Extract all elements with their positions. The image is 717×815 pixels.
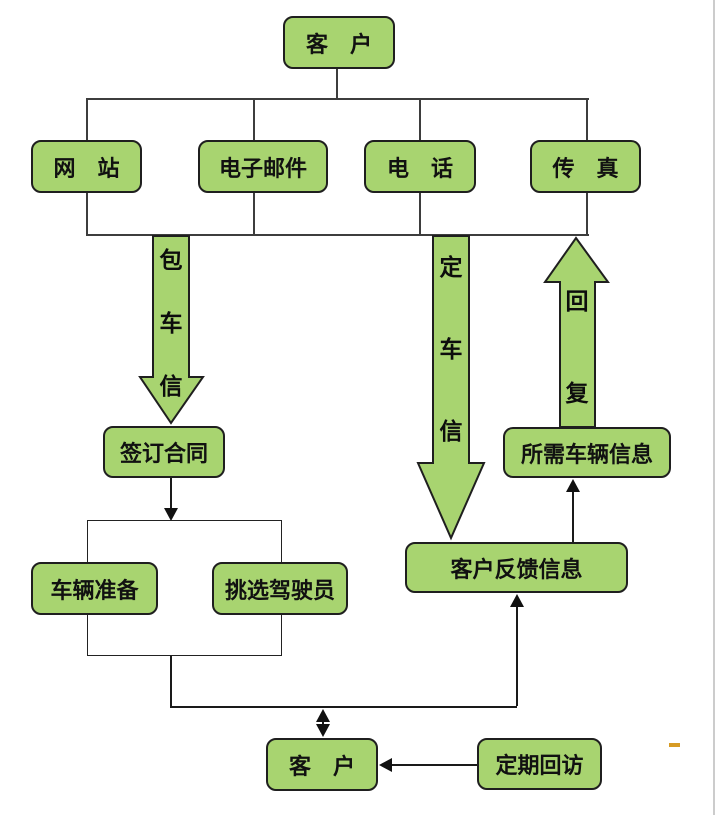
connector-fax-down — [586, 193, 588, 235]
booking-arrow-label-char: 车 — [439, 337, 463, 363]
page-border-line — [713, 0, 715, 815]
arrowhead-up-feedback — [510, 594, 524, 607]
booking-arrow-label: 定 车 信 — [428, 257, 474, 444]
reply-arrow-label-char: 回 — [565, 289, 589, 315]
node-bottom-customer: 客 户 — [266, 738, 378, 791]
arrowhead-down-double — [316, 724, 330, 737]
arrowhead-up-required-info — [566, 479, 580, 492]
node-customer-feedback-label: 客户反馈信息 — [450, 557, 583, 583]
connector-drop-email — [253, 100, 255, 140]
connector-double-arrow-line — [322, 712, 324, 734]
node-email-label: 电子邮件 — [218, 156, 307, 182]
connector-email-down — [253, 193, 255, 235]
connector-prep-down — [170, 656, 172, 708]
node-email: 电子邮件 — [198, 140, 328, 193]
connector-contract-to-prep — [170, 478, 172, 510]
connector-drop-fax — [586, 100, 588, 140]
accent-dash — [669, 743, 680, 747]
node-select-driver-label: 挑选驾驶员 — [224, 578, 335, 604]
connector-drop-phone — [419, 100, 421, 140]
booking-arrow-label-char: 定 — [439, 255, 463, 281]
arrowhead-up-double — [316, 709, 330, 722]
reply-arrow-label-char: 复 — [565, 381, 589, 407]
node-website-label: 网 站 — [53, 156, 120, 182]
connector-followup-to-customer — [390, 764, 477, 766]
node-fax-label: 传 真 — [552, 156, 619, 182]
node-required-vehicle-info: 所需车辆信息 — [503, 427, 671, 478]
node-regular-followup: 定期回访 — [477, 738, 602, 790]
node-select-driver: 挑选驾驶员 — [212, 562, 348, 615]
node-vehicle-prep: 车辆准备 — [31, 562, 158, 615]
charter-arrow-label: 包 车 信 — [148, 250, 194, 399]
node-bottom-customer-label: 客 户 — [288, 754, 355, 780]
node-sign-contract: 签订合同 — [103, 426, 225, 478]
connector-website-down — [86, 193, 88, 235]
node-fax: 传 真 — [530, 140, 641, 193]
node-phone-label: 电 话 — [386, 156, 453, 182]
node-top-customer: 客 户 — [283, 16, 395, 69]
charter-arrow-label-char: 车 — [159, 311, 183, 337]
node-vehicle-prep-label: 车辆准备 — [50, 578, 139, 604]
connector-drop-website — [86, 100, 88, 140]
connector-lower-bar — [86, 234, 589, 236]
connector-phone-down — [419, 193, 421, 235]
node-phone: 电 话 — [364, 140, 476, 193]
node-website: 网 站 — [31, 140, 142, 193]
reply-arrow-label: 回 复 — [554, 291, 600, 406]
connector-topcustomer-drop — [336, 68, 338, 100]
node-required-vehicle-info-label: 所需车辆信息 — [520, 442, 653, 468]
arrowhead-down-prep — [164, 508, 178, 521]
node-sign-contract-label: 签订合同 — [119, 442, 208, 467]
arrowhead-left-customer — [379, 758, 392, 772]
node-top-customer-label: 客 户 — [305, 32, 372, 58]
connector-feedback-to-info — [572, 491, 574, 542]
node-customer-feedback: 客户反馈信息 — [405, 542, 628, 593]
charter-arrow-label-char: 信 — [159, 374, 183, 400]
connector-bottom-horizontal — [170, 706, 517, 708]
connector-up-to-feedback — [516, 606, 518, 706]
charter-arrow-label-char: 包 — [159, 248, 183, 274]
node-regular-followup-label: 定期回访 — [495, 754, 584, 779]
booking-arrow-label-char: 信 — [439, 419, 463, 445]
connector-upper-bar — [86, 98, 589, 100]
